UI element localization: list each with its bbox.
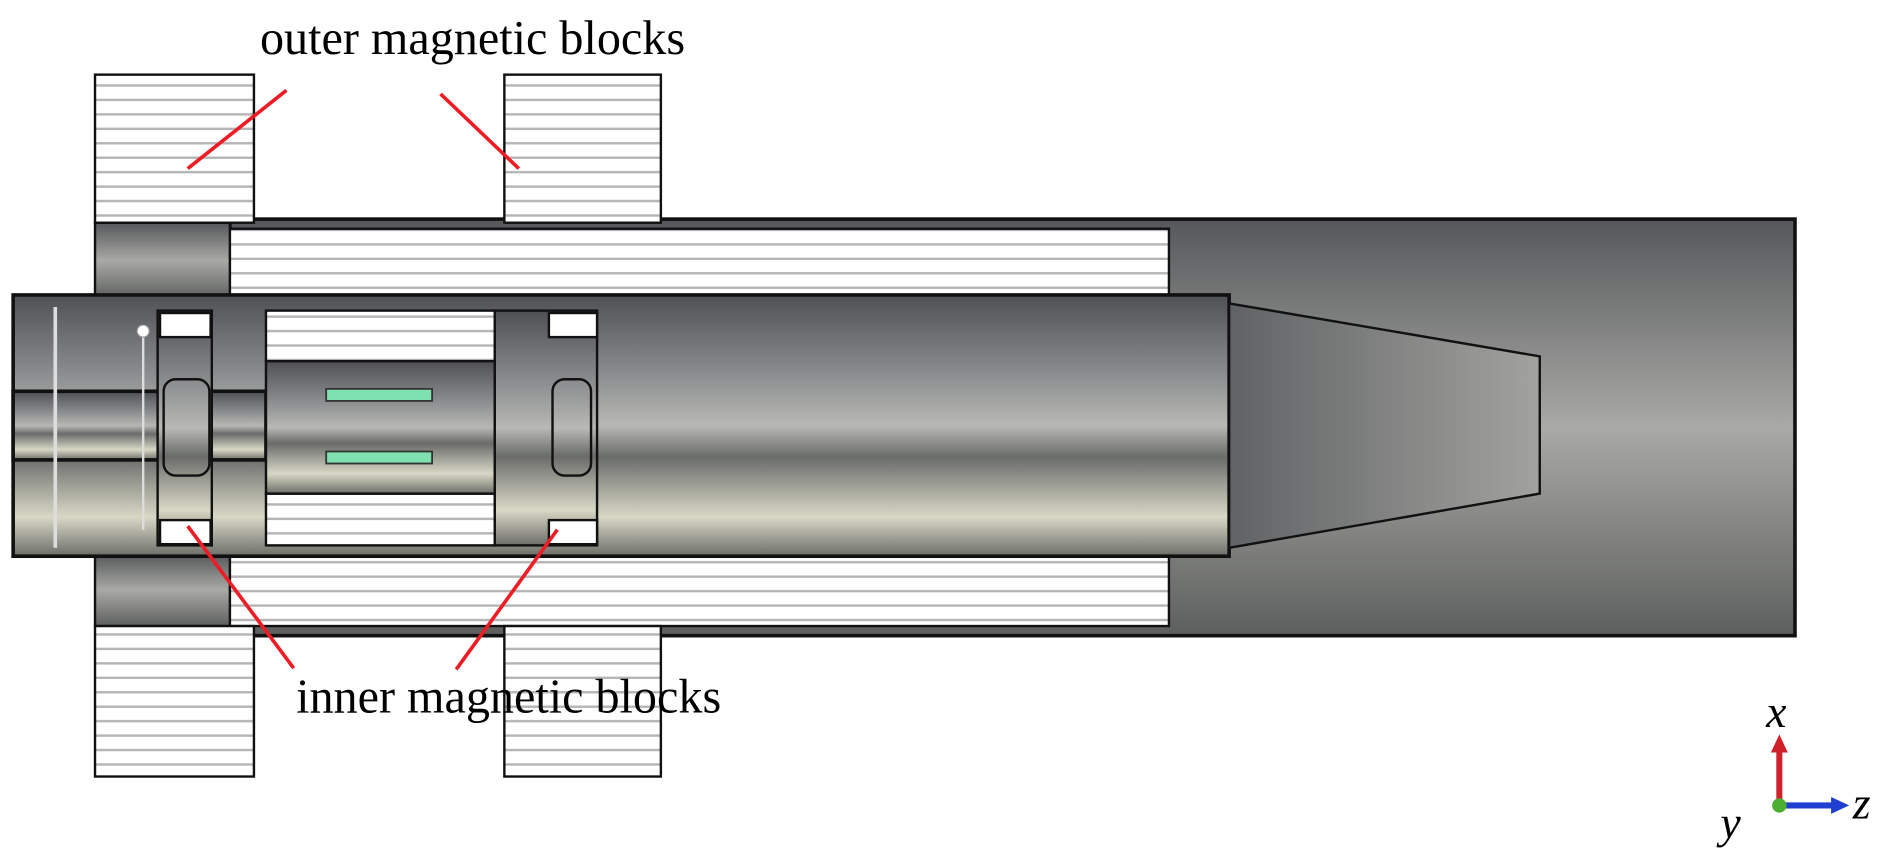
key-slot-top: [325, 387, 434, 402]
key-slot-bottom: [325, 450, 434, 465]
axis-triad: x z y: [1716, 686, 1870, 848]
y-axis-label: y: [1716, 797, 1741, 848]
outer-blocks-label: outer magnetic blocks: [260, 12, 685, 65]
z-axis-label: z: [1852, 778, 1871, 829]
inner-block-left-bottom: [158, 518, 212, 546]
outer-magnetic-blocks: [93, 73, 663, 778]
outer-block-bottom-right: [503, 624, 663, 778]
y-axis-dot: [1772, 798, 1787, 813]
outer-block-top-left: [93, 73, 256, 224]
x-arrow-head: [1770, 734, 1788, 753]
inner-block-right-top: [547, 311, 599, 339]
leader-lines: [186, 88, 559, 671]
inner-rotor: [11, 293, 1541, 559]
z-arrow-head: [1831, 797, 1850, 814]
cone-tip: [1227, 301, 1541, 550]
outer-block-bottom-left: [93, 624, 256, 778]
inner-blocks-label: inner magnetic blocks: [296, 671, 721, 724]
outer-block-top-right: [503, 73, 663, 224]
x-axis-label: x: [1765, 686, 1786, 737]
inner-block-left-top: [158, 311, 212, 339]
